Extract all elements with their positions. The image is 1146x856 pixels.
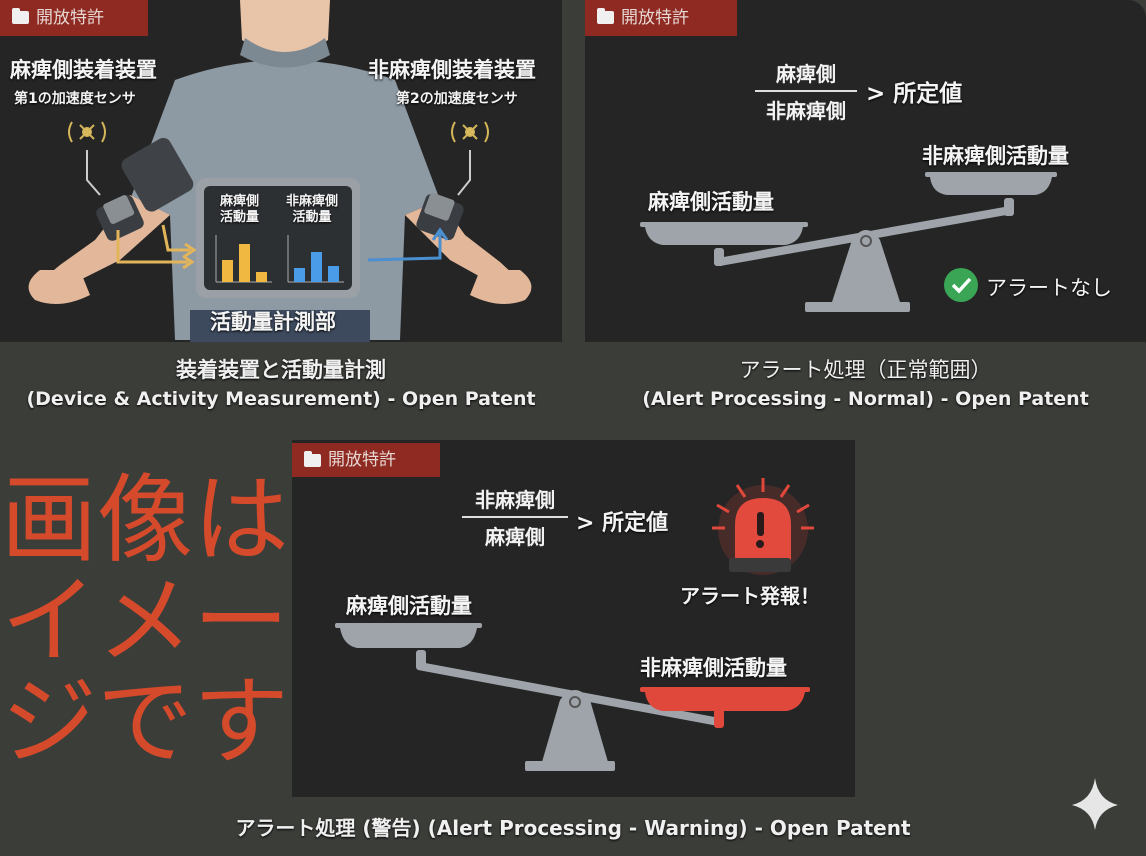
open-patent-tag: 開放特許 <box>0 0 148 36</box>
sensor-icon-right <box>452 122 488 195</box>
right-pan-label: 非麻痺側活動量 <box>922 140 1069 170</box>
ratio-fraction: 麻痺側非麻痺側 <box>755 58 857 124</box>
caption-en-2: (Alert Processing - Normal) - Open Paten… <box>585 388 1146 410</box>
caption-en-1: (Device & Activity Measurement) - Open P… <box>0 388 562 410</box>
ratio-numerator: 麻痺側 <box>755 58 857 87</box>
chart-right-label: 非麻痺側活動量 <box>286 194 338 226</box>
left-device-title: 麻痺側装着装置 <box>10 54 157 84</box>
left-device-sub: 第1の加速度センサ <box>14 88 136 108</box>
sparkle-icon <box>1072 778 1118 830</box>
balance-scale-warning <box>335 623 810 771</box>
right-device-sub: 第2の加速度センサ <box>396 88 518 108</box>
chart-left-label: 麻痺側活動量 <box>220 194 259 226</box>
chart-right-label-line2: 活動量 <box>286 210 338 226</box>
right-pan-label: 非麻痺側活動量 <box>640 652 787 682</box>
measurement-unit-label: 活動量計測部 <box>210 306 336 336</box>
nonparalyzed-bar <box>328 266 339 282</box>
caption-ja-2: アラート処理（正常範囲） <box>585 354 1146 384</box>
left-pan-label: 麻痺側活動量 <box>648 186 774 216</box>
tag-label: 開放特許 <box>36 8 104 28</box>
check-circle-icon <box>944 268 978 302</box>
chart-left-label-line2: 活動量 <box>220 210 259 226</box>
threshold-comparison: > 所定値 <box>576 505 668 537</box>
ratio-numerator: 非麻痺側 <box>462 484 568 513</box>
siren-icon <box>712 478 814 575</box>
folder-icon <box>12 11 29 24</box>
tag-label: 開放特許 <box>328 450 396 470</box>
caption-3: アラート処理 (警告) (Alert Processing - Warning)… <box>180 812 966 841</box>
right-device-title: 非麻痺側装着装置 <box>368 54 536 84</box>
watermark: 画像はイメージです <box>0 470 290 772</box>
tag-label: 開放特許 <box>621 8 689 28</box>
open-patent-tag: 開放特許 <box>292 443 440 477</box>
ratio-denominator: 麻痺側 <box>462 521 568 550</box>
status-no-alert: アラートなし <box>986 272 1112 302</box>
nonparalyzed-bar <box>311 252 322 282</box>
folder-icon <box>304 454 321 467</box>
paralyzed-bar <box>256 272 267 282</box>
chart-right-label-line1: 非麻痺側 <box>286 194 338 210</box>
sensor-icon-left <box>69 122 105 195</box>
nonparalyzed-bar <box>294 268 305 282</box>
ratio-fraction: 非麻痺側麻痺側 <box>462 484 568 550</box>
ratio-denominator: 非麻痺側 <box>755 95 857 124</box>
chart-left-label-line1: 麻痺側 <box>220 194 259 210</box>
open-patent-tag: 開放特許 <box>585 0 737 36</box>
caption-ja-1: 装着装置と活動量計測 <box>0 354 562 384</box>
folder-icon <box>597 11 614 24</box>
alert-triggered: アラート発報！ <box>680 580 820 609</box>
paralyzed-bar <box>222 260 233 282</box>
left-pan-label: 麻痺側活動量 <box>346 590 472 620</box>
threshold-comparison: > 所定値 <box>866 74 962 108</box>
paralyzed-bar <box>239 244 250 282</box>
